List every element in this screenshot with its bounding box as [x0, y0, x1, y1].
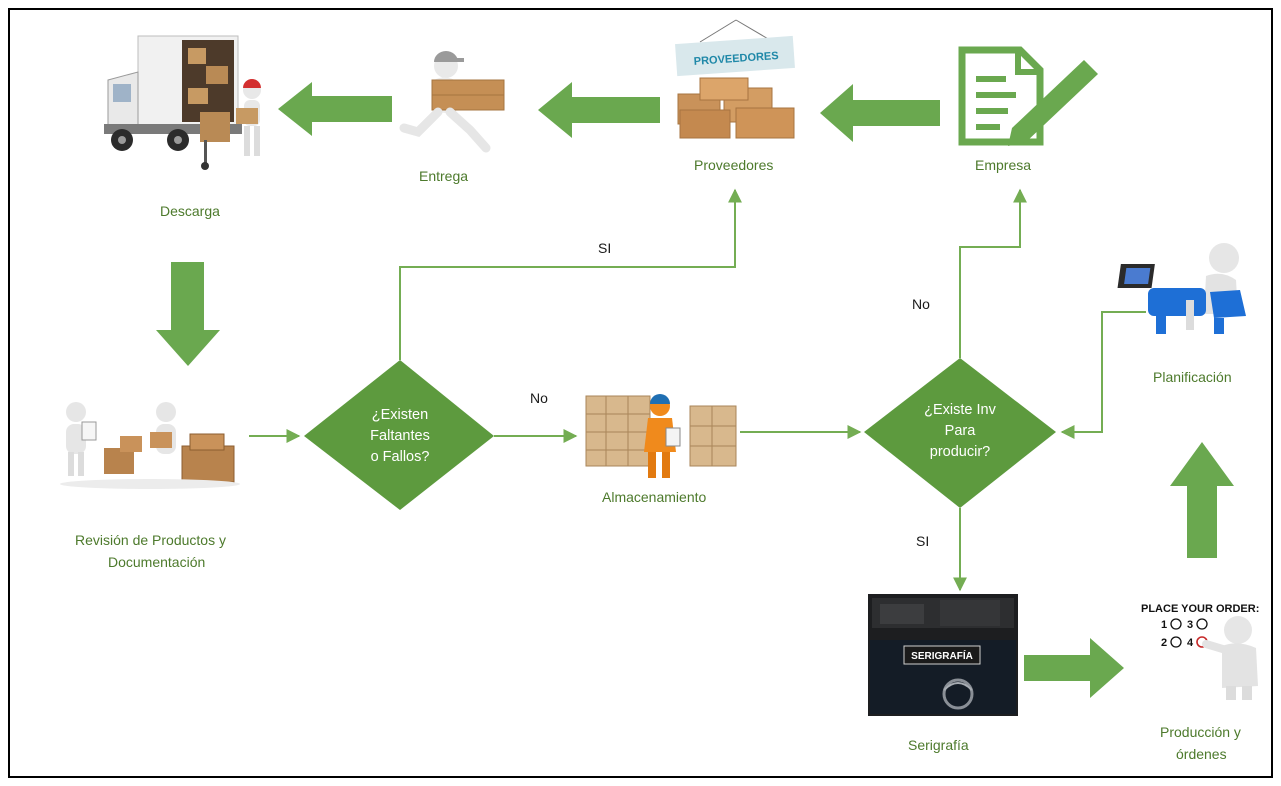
block-arrow-serigrafia-to-produccion	[1024, 638, 1124, 698]
decision-faltantes-line2: Faltantes	[370, 428, 430, 444]
place-order-icon: PLACE YOUR ORDER: 1 3 2 4	[1141, 603, 1259, 700]
block-arrow-entrega-to-descarga	[278, 82, 392, 136]
decision-inventario-line3: producir?	[929, 444, 991, 460]
planner-computer-icon	[1117, 243, 1246, 334]
edge-label-faltantes-no: No	[530, 390, 548, 406]
label-revision-line1: Revisión de Productos y	[75, 532, 226, 548]
decision-inventario-text: ¿Existe Inv Para producir?	[900, 400, 1020, 463]
delivery-runner-icon	[399, 51, 505, 153]
edge-label-inventario-no: No	[912, 296, 930, 312]
label-produccion-line2: órdenes	[1176, 746, 1227, 762]
block-arrow-descarga-to-revision	[156, 262, 220, 366]
line-faltantes-si-to-proveedores	[399, 188, 742, 360]
edge-label-inventario-si: SI	[916, 533, 930, 549]
block-arrow-produccion-to-planificacion	[1170, 442, 1234, 558]
label-empresa: Empresa	[975, 157, 1032, 173]
edge-label-faltantes-si: SI	[598, 240, 612, 256]
line-planificacion-to-inventario	[1060, 311, 1146, 439]
line-inventario-no-to-empresa	[959, 188, 1027, 358]
serigrafia-photo: SERIGRAFÍA	[868, 594, 1018, 716]
order-option-1: 1	[1161, 619, 1167, 631]
document-pen-icon	[958, 46, 1098, 146]
decision-inventario-line1: ¿Existe Inv	[924, 402, 996, 418]
decision-faltantes-text: ¿Existen Faltantes o Fallos?	[340, 405, 460, 468]
warehouse-worker-icon	[585, 394, 737, 478]
order-option-3: 3	[1187, 619, 1193, 631]
decision-inventario-line2: Para	[944, 423, 976, 439]
label-revision-line2: Documentación	[108, 554, 206, 570]
proveedores-sign-text: PROVEEDORES	[693, 50, 779, 68]
order-title-text: PLACE YOUR ORDER:	[1141, 603, 1259, 615]
decision-faltantes-diamond	[304, 360, 494, 510]
decision-faltantes-line3: o Fallos?	[370, 449, 430, 465]
inspectors-boxes-icon	[60, 402, 240, 489]
decision-inventario-diamond	[864, 358, 1056, 508]
label-descarga: Descarga	[160, 203, 220, 219]
label-serigrafia: Serigrafía	[908, 737, 969, 753]
label-entrega: Entrega	[419, 168, 469, 184]
label-proveedores: Proveedores	[694, 157, 774, 173]
truck-icon	[104, 35, 261, 170]
label-produccion-line1: Producción y	[1160, 724, 1241, 740]
serigrafia-banner-text: SERIGRAFÍA	[911, 649, 973, 662]
block-arrow-proveedores-to-entrega	[538, 82, 660, 138]
order-option-2: 2	[1161, 637, 1167, 649]
supplier-boxes-icon: PROVEEDORES	[675, 19, 795, 139]
decision-faltantes-line1: ¿Existen	[371, 407, 429, 423]
label-planificacion: Planificación	[1153, 369, 1232, 385]
label-almacenamiento: Almacenamiento	[602, 489, 707, 505]
block-arrow-empresa-to-proveedores	[820, 84, 940, 142]
order-option-4: 4	[1187, 637, 1194, 649]
